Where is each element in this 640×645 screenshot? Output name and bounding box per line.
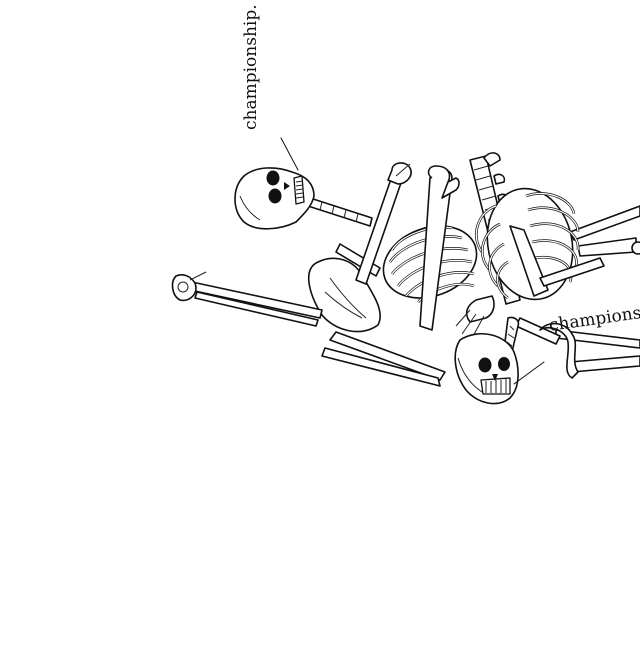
skeleton-back-icon bbox=[171, 205, 640, 387]
femur-left-icon bbox=[329, 331, 446, 381]
skeleton-front-icon bbox=[355, 152, 605, 353]
hand-left-icon bbox=[171, 274, 197, 302]
annotation-label-top: championship. bbox=[241, 4, 261, 130]
skull-lower-icon bbox=[454, 332, 545, 405]
hand-center-icon bbox=[465, 295, 495, 323]
skull-upper-icon bbox=[234, 137, 373, 230]
